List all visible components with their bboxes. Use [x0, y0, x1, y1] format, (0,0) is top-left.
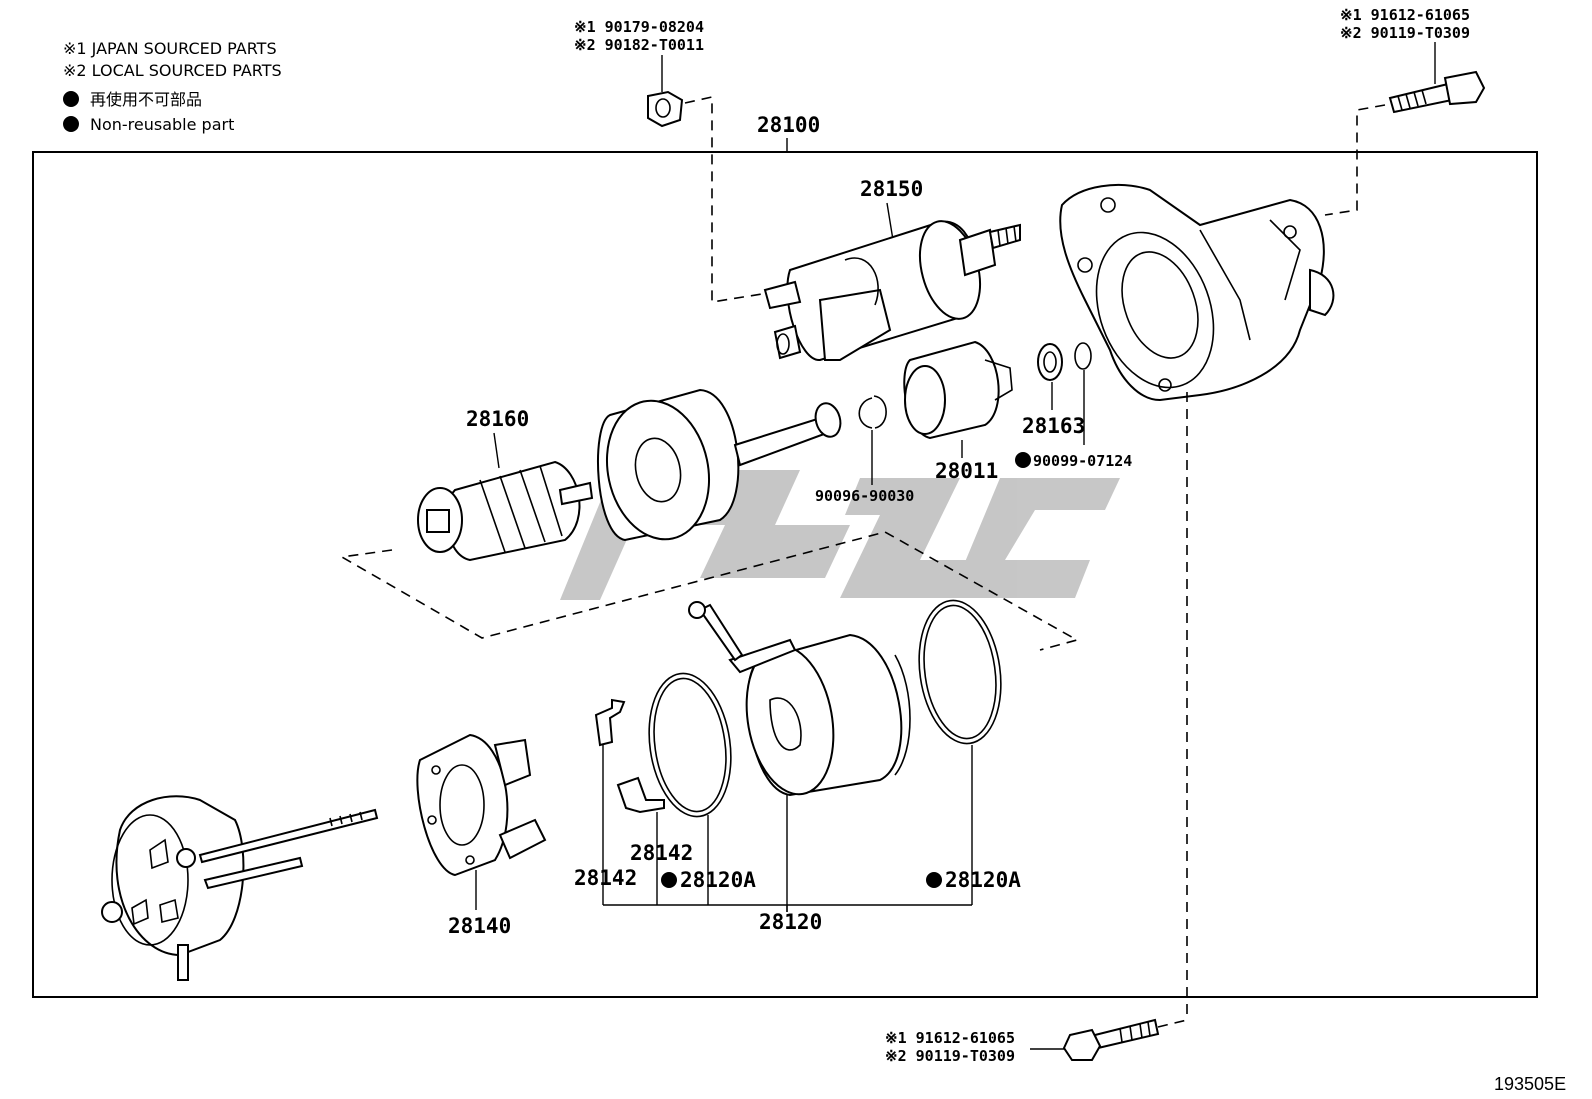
label-28142-a: 28142	[574, 866, 637, 890]
legend-local: ※2 LOCAL SOURCED PARTS	[63, 61, 282, 80]
label-90099: 90099-07124	[1033, 452, 1132, 470]
label-90096: 90096-90030	[815, 487, 914, 505]
label-28120a-left: 28120A	[680, 868, 756, 892]
legend-nonreuse-jp: 再使用不可部品	[90, 90, 202, 109]
bolt-bottom-l2: ※2 90119-T0309	[885, 1047, 1015, 1065]
legend-nonreuse-en: Non-reusable part	[90, 115, 234, 134]
ring-28120a-left	[648, 672, 732, 905]
end-frame	[101, 795, 379, 981]
non-reusable-dot-icon	[661, 872, 677, 888]
label-28120: 28120	[759, 910, 822, 934]
ring-28120a-right	[918, 599, 1002, 905]
pinion-28011: 28011	[903, 340, 1013, 483]
label-28100: 28100	[757, 113, 820, 137]
legend: ※1 JAPAN SOURCED PARTS ※2 LOCAL SOURCED …	[63, 39, 282, 134]
label-28163: 28163	[1022, 414, 1085, 438]
bolt-top-right: ※1 91612-61065 ※2 90119-T0309	[1324, 6, 1486, 216]
armature-28160: 28160	[417, 407, 594, 562]
bolt-top-right-l2: ※2 90119-T0309	[1340, 24, 1470, 42]
solenoid-28150: 28150	[763, 177, 1021, 362]
bolt-top-right-l1: ※1 91612-61065	[1340, 6, 1470, 24]
field-frame-28120	[688, 601, 911, 912]
diagram-reference: 193505E	[1494, 1074, 1566, 1094]
clip-90099: 90099-07124	[1015, 342, 1132, 470]
legend-japan: ※1 JAPAN SOURCED PARTS	[63, 39, 277, 58]
snap-ring-90096: 90096-90030	[815, 395, 914, 505]
brush-spring-28142-a	[594, 698, 626, 905]
watermark-logo	[560, 470, 1120, 600]
nut-top-l2: ※2 90182-T0011	[574, 36, 704, 54]
assembly-frame	[32, 151, 1538, 998]
nut-top-l1: ※1 90179-08204	[574, 18, 704, 36]
label-28142-b: 28142	[630, 841, 693, 865]
non-reusable-dot-icon	[926, 872, 942, 888]
bolt-bottom: ※1 91612-61065 ※2 90119-T0309	[885, 1018, 1188, 1065]
label-28120a-right: 28120A	[945, 868, 1021, 892]
brush-holder-28140: 28140	[416, 733, 547, 938]
collar-28163: 28163	[1022, 343, 1085, 438]
non-reusable-dot-icon	[63, 91, 79, 107]
non-reusable-dot-icon	[63, 116, 79, 132]
brush-spring-28142-b	[616, 776, 665, 905]
drive-housing	[1059, 184, 1335, 1020]
bolt-bottom-l1: ※1 91612-61065	[885, 1029, 1015, 1047]
label-28011: 28011	[935, 459, 998, 483]
yoke-shaft	[597, 388, 842, 542]
label-28160: 28160	[466, 407, 529, 431]
label-28140: 28140	[448, 914, 511, 938]
non-reusable-dot-icon	[1015, 452, 1031, 468]
label-28150: 28150	[860, 177, 923, 201]
nut-top-center: ※1 90179-08204 ※2 90182-T0011	[574, 18, 763, 303]
